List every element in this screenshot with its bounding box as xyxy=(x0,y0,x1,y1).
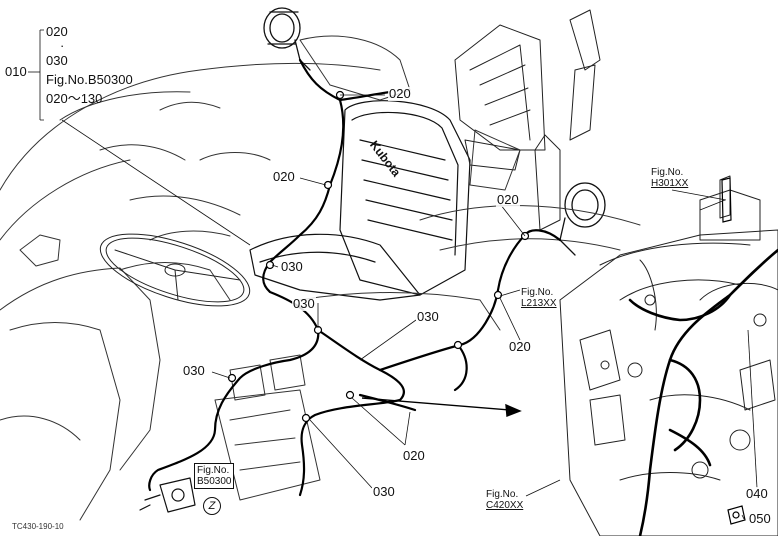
tractor-body-outline xyxy=(0,62,381,521)
main-range: 020～130 xyxy=(46,91,103,106)
transmission-housing xyxy=(559,175,778,536)
engine-harness xyxy=(628,248,778,536)
callout-030-a: 030 xyxy=(280,259,304,274)
fig-ref-b50300-code: B50300 xyxy=(197,476,232,487)
fig-ref-h301-label: Fig.No. xyxy=(651,167,684,178)
main-part-number: 010 xyxy=(4,64,28,79)
steering-wheel xyxy=(99,233,251,307)
leader-lines xyxy=(28,29,758,520)
main-item-030: 030 xyxy=(46,53,68,68)
fig-ref-b50300[interactable]: Fig.No. B50300 xyxy=(194,463,235,489)
callout-030-e: 030 xyxy=(372,484,396,499)
switch-connector xyxy=(139,477,196,513)
callout-020-left: 020 xyxy=(272,169,296,184)
callout-030-c: 030 xyxy=(416,309,440,324)
figure-code: TC430-190-10 xyxy=(12,522,64,531)
main-reference-block: 020 · 030 Fig.No.B50300 020～130 xyxy=(46,22,133,108)
right-work-light xyxy=(559,182,606,256)
fig-ref-b50300-label: Fig.No. xyxy=(197,465,230,476)
callout-050: 050 xyxy=(748,511,772,526)
clamps xyxy=(227,90,530,423)
callout-040: 040 xyxy=(745,486,769,501)
callout-030-b: 030 xyxy=(292,296,316,311)
fig-ref-c420-label: Fig.No. xyxy=(486,489,519,500)
fig-ref-h301-code: H301XX xyxy=(651,178,689,189)
callout-020-mid: 020 xyxy=(496,192,520,207)
bolt-parts xyxy=(721,177,746,525)
wire-harness xyxy=(148,58,562,497)
continuation-arrow xyxy=(361,397,522,417)
callout-020-right: 020 xyxy=(508,339,532,354)
callout-020-bottom: 020 xyxy=(402,448,426,463)
fig-ref-c420-code: C420XX xyxy=(486,500,524,511)
fig-ref-h301[interactable]: Fig.No. H301XX xyxy=(650,167,690,189)
fig-ref-l213-label: Fig.No. xyxy=(521,287,554,298)
fig-ref-l213[interactable]: Fig.No. L213XX xyxy=(520,287,558,309)
fig-ref-c420[interactable]: Fig.No. C420XX xyxy=(485,489,525,511)
callout-030-d: 030 xyxy=(182,363,206,378)
main-item-separator: · xyxy=(60,38,65,53)
callout-020-top: 020 xyxy=(388,86,412,101)
view-marker-z: Z xyxy=(203,497,221,515)
main-item-020: 020 xyxy=(46,24,68,39)
rops-frame xyxy=(454,9,601,231)
main-fig-label: Fig.No.B50300 xyxy=(46,72,133,87)
fig-ref-l213-code: L213XX xyxy=(521,298,557,309)
